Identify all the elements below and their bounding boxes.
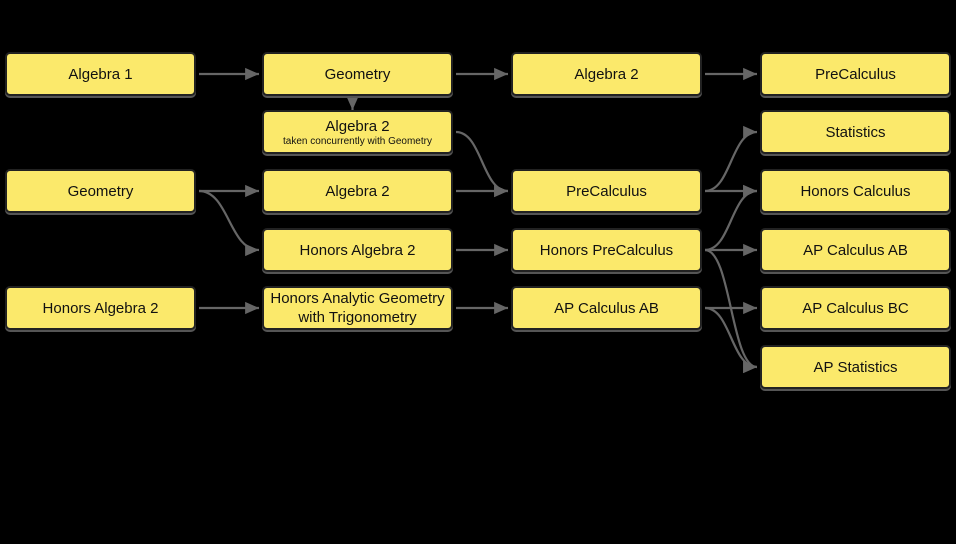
course-algebra-2-concurrent: Algebra 2 taken concurrently with Geomet…	[262, 110, 453, 154]
course-geometry-start: Geometry	[5, 169, 196, 213]
course-label: Algebra 1	[68, 65, 133, 83]
edge-c1_geometry-to-c2_honors_algebra2	[198, 189, 260, 257]
course-label: Honors Analytic Geometry	[270, 290, 445, 307]
course-precalculus: PreCalculus	[760, 52, 951, 96]
course-label: PreCalculus	[815, 65, 896, 83]
course-ap-calculus-bc: AP Calculus BC	[760, 286, 951, 330]
course-ap-statistics: AP Statistics	[760, 345, 951, 389]
course-note: taken concurrently with Geometry	[283, 135, 432, 147]
course-ap-calculus-ab: AP Calculus AB	[511, 286, 702, 330]
course-label: Geometry	[67, 182, 134, 200]
course-honors-algebra-2-start: Honors Algebra 2	[5, 286, 196, 330]
course-label: Honors Calculus	[800, 182, 911, 200]
course-label: Algebra 2	[325, 182, 390, 200]
edge-c2_algebra2_concurrent-to-c3_precalculus	[455, 130, 509, 198]
course-label: Algebra 2	[574, 65, 639, 83]
course-label: PreCalculus	[566, 182, 647, 200]
course-ap-calculus-ab: AP Calculus AB	[760, 228, 951, 272]
course-precalculus: PreCalculus	[511, 169, 702, 213]
course-algebra-2: Algebra 2	[511, 52, 702, 96]
course-label: Geometry	[324, 65, 391, 83]
course-honors-algebra-2: Honors Algebra 2	[262, 228, 453, 272]
course-label: Honors Algebra 2	[299, 241, 416, 259]
course-statistics: Statistics	[760, 110, 951, 154]
course-label-line-2: with Trigonometry	[298, 309, 417, 326]
course-label: AP Calculus BC	[802, 299, 909, 317]
course-label: Statistics	[825, 123, 886, 141]
course-algebra-2: Algebra 2	[262, 169, 453, 213]
course-algebra-1: Algebra 1	[5, 52, 196, 96]
course-honors-calculus: Honors Calculus	[760, 169, 951, 213]
course-label: AP Calculus AB	[554, 299, 659, 317]
course-label: Algebra 2	[325, 117, 390, 135]
course-honors-analytic-geometry: Honors Analytic Geometry with Trigonomet…	[262, 286, 453, 330]
course-geometry: Geometry	[262, 52, 453, 96]
course-label: Honors PreCalculus	[539, 241, 674, 259]
course-label: AP Statistics	[813, 358, 898, 376]
course-label: AP Calculus AB	[803, 241, 908, 259]
edge-c3_ap_calculus_ab-to-c4_ap_statistics	[704, 306, 758, 374]
course-honors-precalculus: Honors PreCalculus	[511, 228, 702, 272]
edge-c3_honors_precalculus-to-c4_honors_calculus	[704, 184, 758, 252]
edge-c3_precalculus-to-c4_statistics	[704, 125, 758, 193]
course-label: Honors Algebra 2	[42, 299, 159, 317]
